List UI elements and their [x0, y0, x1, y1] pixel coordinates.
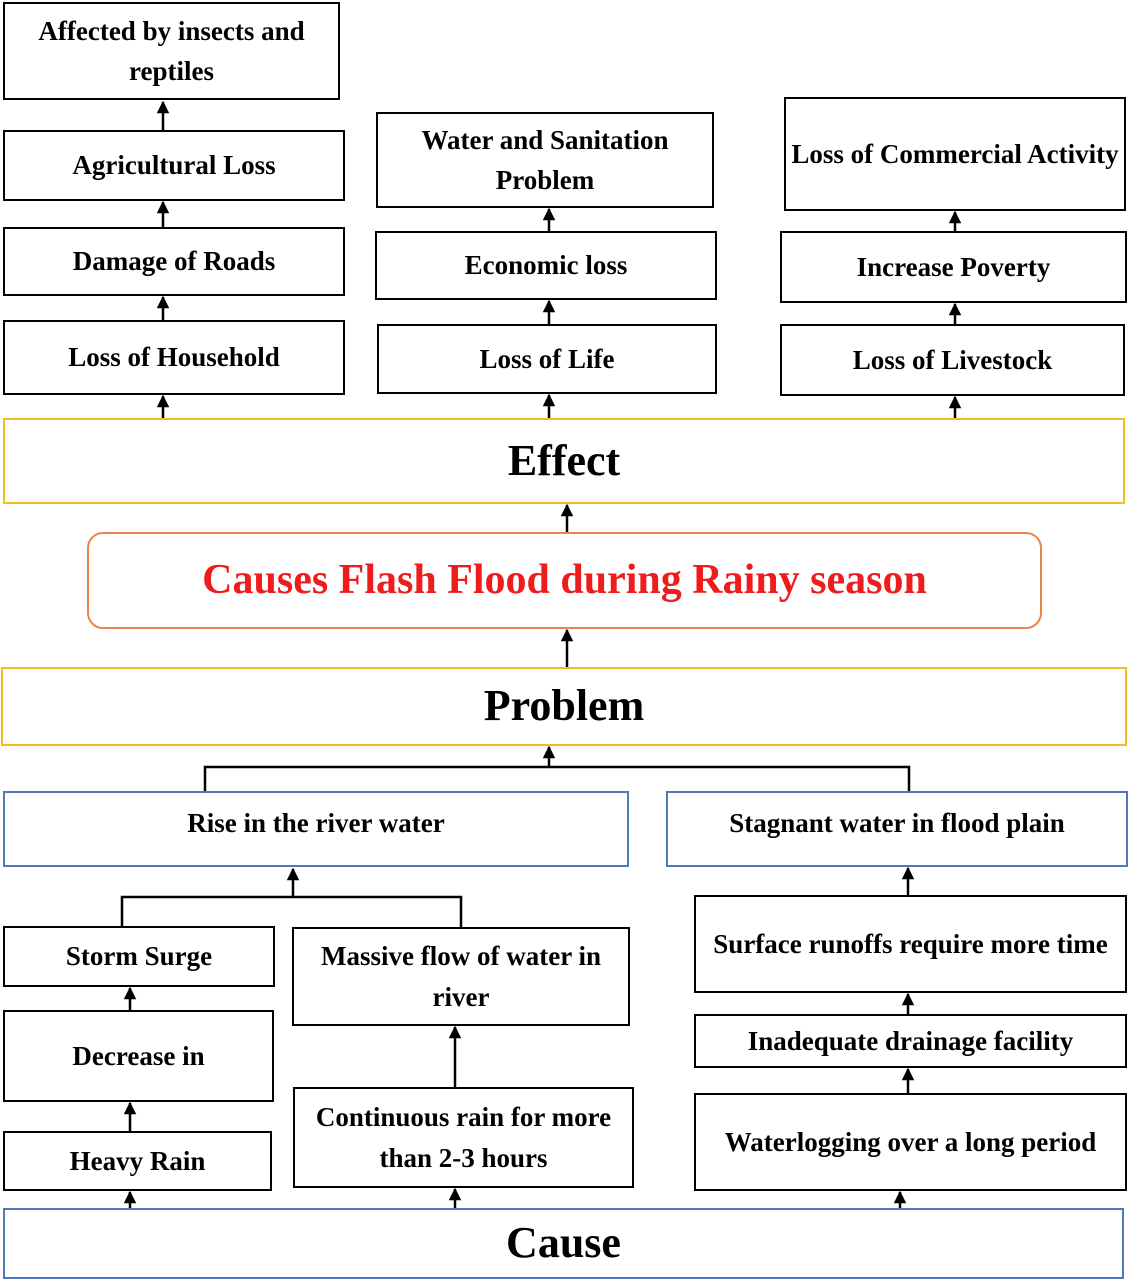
cause-box-storm-surge: Storm Surge	[3, 926, 275, 987]
cause-label-massive-flow: Massive flow of water in river	[321, 941, 601, 1012]
cause-box-waterlogging: Waterlogging over a long period	[694, 1093, 1127, 1191]
bracket-river	[120, 895, 463, 927]
cause-box-decrease-in: Decrease in	[3, 1010, 274, 1102]
effect-box-loss-of-household: Loss of Household	[3, 320, 345, 395]
effect-box-damage-of-roads: Damage of Roads	[3, 227, 345, 296]
cause-box-continuous-rain: Continuous rain for more than 2-3 hours	[293, 1087, 634, 1188]
cause-box-surface-runoffs: Surface runoffs require more time	[694, 895, 1127, 993]
effect-box-economic-loss: Economic loss	[375, 231, 717, 300]
core-problem-box: Causes Flash Flood during Rainy season	[87, 532, 1042, 629]
intermediate-box-rise-river: Rise in the river water	[3, 791, 629, 867]
effect-label-affected-by-insects: Affected by insects and reptiles	[38, 15, 305, 87]
effect-bar: Effect	[3, 418, 1125, 504]
effect-label-economic-loss: Economic loss	[464, 250, 628, 281]
intermediate-box-stagnant-water: Stagnant water in flood plain	[666, 791, 1128, 867]
intermediate-label-stagnant-water: Stagnant water in flood plain	[729, 808, 1065, 838]
effect-box-affected-by-insects: Affected by insects and reptiles	[3, 2, 340, 100]
effect-label-loss-livestock: Loss of Livestock	[852, 344, 1053, 375]
effect-box-water-sanitation: Water and Sanitation Problem	[376, 112, 714, 208]
cause-title: Cause	[506, 1218, 621, 1268]
effect-box-loss-of-life: Loss of Life	[377, 324, 717, 394]
cause-box-inadequate-drainage: Inadequate drainage facility	[694, 1014, 1127, 1068]
effect-box-loss-livestock: Loss of Livestock	[780, 324, 1125, 396]
effect-label-loss-commercial: Loss of Commercial Activity	[791, 138, 1119, 169]
bracket-problem	[203, 765, 911, 791]
effect-label-loss-of-household: Loss of Household	[68, 342, 280, 373]
effect-box-agricultural-loss: Agricultural Loss	[3, 130, 345, 201]
effect-box-loss-commercial: Loss of Commercial Activity	[784, 97, 1126, 211]
effect-title: Effect	[507, 435, 621, 485]
cause-bar: Cause	[3, 1208, 1124, 1279]
cause-box-heavy-rain: Heavy Rain	[3, 1131, 272, 1191]
effect-label-increase-poverty: Increase Poverty	[856, 251, 1051, 282]
cause-box-massive-flow: Massive flow of water in river	[292, 927, 630, 1026]
cause-label-heavy-rain: Heavy Rain	[69, 1145, 206, 1176]
intermediate-label-rise-river: Rise in the river water	[187, 808, 445, 838]
cause-label-waterlogging: Waterlogging over a long period	[724, 1126, 1097, 1157]
cause-label-inadequate-drainage: Inadequate drainage facility	[747, 1025, 1074, 1056]
core-problem-title: Causes Flash Flood during Rainy season	[202, 557, 927, 604]
effect-label-agricultural-loss: Agricultural Loss	[72, 150, 276, 181]
problem-title: Problem	[483, 681, 645, 731]
cause-label-decrease-in: Decrease in	[72, 1040, 205, 1071]
cause-label-storm-surge: Storm Surge	[65, 941, 213, 972]
effect-label-loss-of-life: Loss of Life	[479, 343, 615, 374]
cause-label-surface-runoffs: Surface runoffs require more time	[713, 928, 1108, 959]
problem-bar: Problem	[1, 667, 1127, 746]
effect-label-damage-of-roads: Damage of Roads	[72, 246, 276, 277]
cause-label-continuous-rain: Continuous rain for more than 2-3 hours	[315, 1102, 612, 1173]
effect-box-increase-poverty: Increase Poverty	[780, 231, 1127, 303]
effect-label-water-sanitation: Water and Sanitation Problem	[421, 124, 669, 196]
